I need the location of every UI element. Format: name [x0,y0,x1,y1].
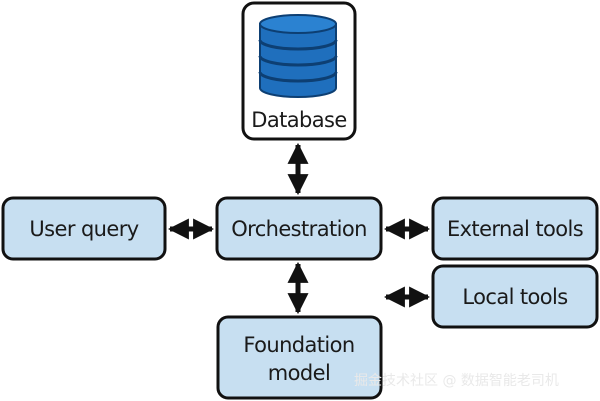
user-query-label: User query [29,217,138,241]
foundation-model-node: Foundation model [216,315,383,400]
external-tools-label: External tools [447,217,583,241]
orchestration-label: Orchestration [231,217,367,241]
local-tools-label: Local tools [462,285,567,309]
user-query-box [1,196,167,261]
foundation-model-label-line1: Foundation [243,333,354,357]
orchestration-box [215,196,383,261]
local-tools-node: Local tools [431,264,599,329]
orchestration-node: Orchestration [215,196,383,261]
external-tools-box [431,196,599,261]
foundation-model-label-line2: model [268,361,330,385]
database-node: Database [241,1,357,141]
external-tools-node: External tools [431,196,599,261]
database-cylinder-icon [258,14,338,98]
foundation-model-box [216,315,383,400]
database-label: Database [251,108,346,132]
local-tools-box [431,264,599,329]
watermark-text: 掘金技术社区 @ 数据智能老司机 [354,373,559,389]
user-query-node: User query [1,196,167,261]
